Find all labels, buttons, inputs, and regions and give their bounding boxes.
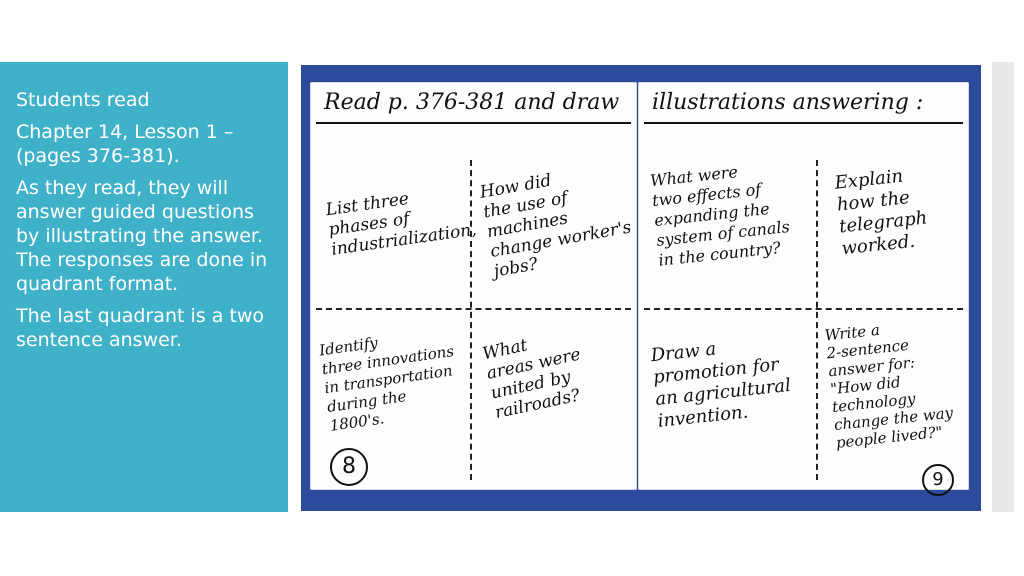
handwritten-worksheet-photo: Read p. 376-381 and draw List three phas… xyxy=(301,65,981,511)
vertical-dashed-divider xyxy=(816,160,818,480)
page-number-badge: 8 xyxy=(330,448,368,486)
quadrant-text: Identify three innovations in transporta… xyxy=(318,333,456,435)
horizontal-dashed-divider xyxy=(316,308,631,310)
sidebar-paragraph-3: As they read, they will answer guided qu… xyxy=(16,177,268,295)
sidebar-text-panel: Students read Chapter 14, Lesson 1 – (pa… xyxy=(0,62,288,512)
header-underline xyxy=(316,122,631,124)
header-underline xyxy=(644,122,963,124)
vertical-dashed-divider xyxy=(470,160,472,480)
quadrant-text: What areas were united by railroads? xyxy=(480,335,583,424)
left-card-header: Read p. 376-381 and draw xyxy=(324,90,620,115)
horizontal-dashed-divider xyxy=(644,308,963,310)
sidebar-paragraph-4: The last quadrant is a two sentence answ… xyxy=(16,305,264,351)
left-worksheet-card: Read p. 376-381 and draw List three phas… xyxy=(310,82,637,490)
quadrant-text: Write a 2-sentence answer for: "How did … xyxy=(823,320,954,452)
right-card-header: illustrations answering : xyxy=(652,90,924,115)
page-number-badge: 9 xyxy=(922,464,954,496)
quadrant-text: How did the use of machines change worke… xyxy=(478,170,633,282)
quadrant-text: Explain how the telegraph worked. xyxy=(833,165,929,260)
sidebar-paragraph-2: Chapter 14, Lesson 1 – (pages 376-381). xyxy=(16,121,234,167)
right-worksheet-card: illustrations answering : What were two … xyxy=(638,82,969,496)
quadrant-text: Draw a promotion for an agricultural inv… xyxy=(649,338,792,432)
slide-edge-strip xyxy=(992,62,1014,512)
quadrant-text: List three phases of industrialization, xyxy=(324,188,478,260)
sidebar-paragraph-1: Students read xyxy=(16,89,150,111)
quadrant-text: What were two effects of expanding the s… xyxy=(649,162,791,270)
